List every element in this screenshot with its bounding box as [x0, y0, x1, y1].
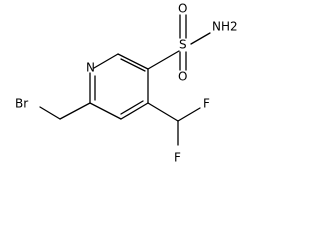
structure-diagram: N S O O NH2 Br F F — [15, 2, 238, 165]
bond-s-nh2 — [190, 32, 211, 45]
atom-label-nitrogen: N — [86, 61, 95, 75]
bond-chf2-f-top — [177, 107, 201, 122]
bond-ring-c3-c2 — [89, 102, 122, 120]
bond-ring-c6-c5-inner — [120, 58, 146, 72]
bond-ring-n-c6 — [93, 53, 119, 69]
bond-c5-s — [147, 50, 180, 70]
bond-ch2-br — [39, 106, 61, 120]
atom-label-amine: NH2 — [212, 20, 238, 34]
bond-c2-ch2 — [59, 102, 91, 120]
atom-label-sulfur: S — [179, 38, 187, 52]
atom-label-bromine: Br — [15, 97, 28, 111]
bond-c4-chf2 — [147, 102, 179, 122]
atom-label-fluorine-bottom: F — [174, 151, 181, 165]
bond-ring-c4-c3-inner — [120, 100, 144, 115]
bond-ring-c4-c3 — [120, 102, 149, 120]
atom-label-oxygen-bottom: O — [178, 70, 187, 84]
bond-ring-c6-c5 — [117, 53, 149, 70]
atom-label-fluorine-top: F — [203, 97, 210, 111]
atom-label-oxygen-top: O — [178, 2, 187, 16]
